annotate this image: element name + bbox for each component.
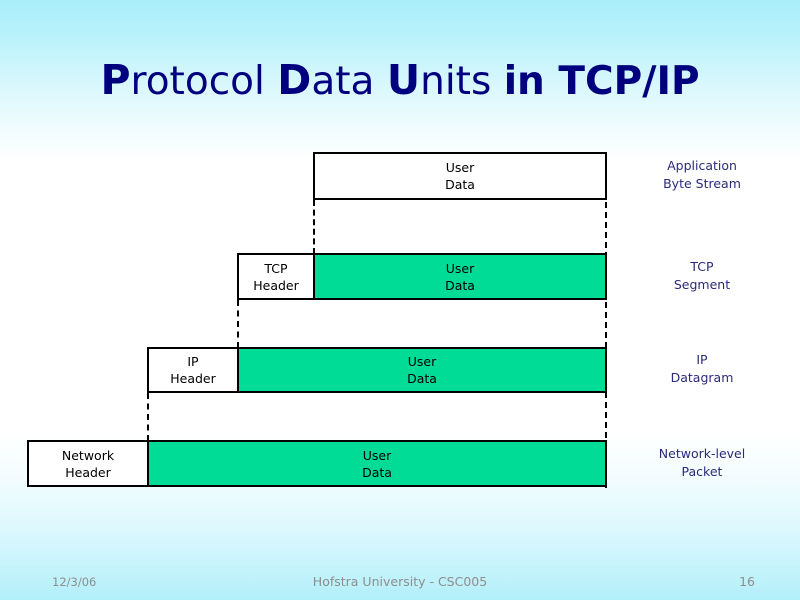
- connector-line-ip-to-network: [147, 393, 149, 441]
- pdu-payload-ip: User Data: [237, 347, 607, 393]
- footer-course: Hofstra University - CSC005: [312, 574, 488, 589]
- page-title: Protocol Data Units in TCP/IP: [0, 57, 800, 105]
- footer-page-number: 16: [739, 574, 755, 589]
- title-cap-d: D: [277, 56, 312, 104]
- title-rest-protocol: rotocol: [130, 59, 265, 104]
- footer-date: 12/3/06: [52, 575, 97, 589]
- title-rest-data: ata: [311, 59, 375, 104]
- pdu-header-network: Network Header: [27, 440, 149, 487]
- slide-footer: 12/3/06 Hofstra University - CSC005 16: [0, 572, 800, 592]
- title-rest-units: nits: [420, 59, 492, 104]
- title-tail: in TCP/IP: [503, 59, 700, 104]
- side-label-network: Network-level Packet: [658, 446, 746, 479]
- side-label-application: Application Byte Stream: [663, 158, 741, 191]
- pdu-payload-tcp: User Data: [313, 253, 607, 300]
- pdu-header-tcp: TCP Header: [237, 253, 315, 300]
- title-cap-p: P: [100, 56, 131, 104]
- connector-line-tcp-to-ip: [237, 300, 239, 348]
- side-label-tcp: TCP Segment: [673, 259, 731, 292]
- title-cap-u: U: [386, 56, 421, 104]
- pdu-payload-application: User Data: [313, 152, 607, 200]
- connector-line-app-to-tcp: [313, 200, 315, 254]
- connector-line-right-edge: [605, 152, 607, 488]
- side-label-ip: IP Datagram: [670, 352, 734, 385]
- pdu-header-ip: IP Header: [147, 347, 239, 393]
- pdu-payload-network: User Data: [147, 440, 607, 487]
